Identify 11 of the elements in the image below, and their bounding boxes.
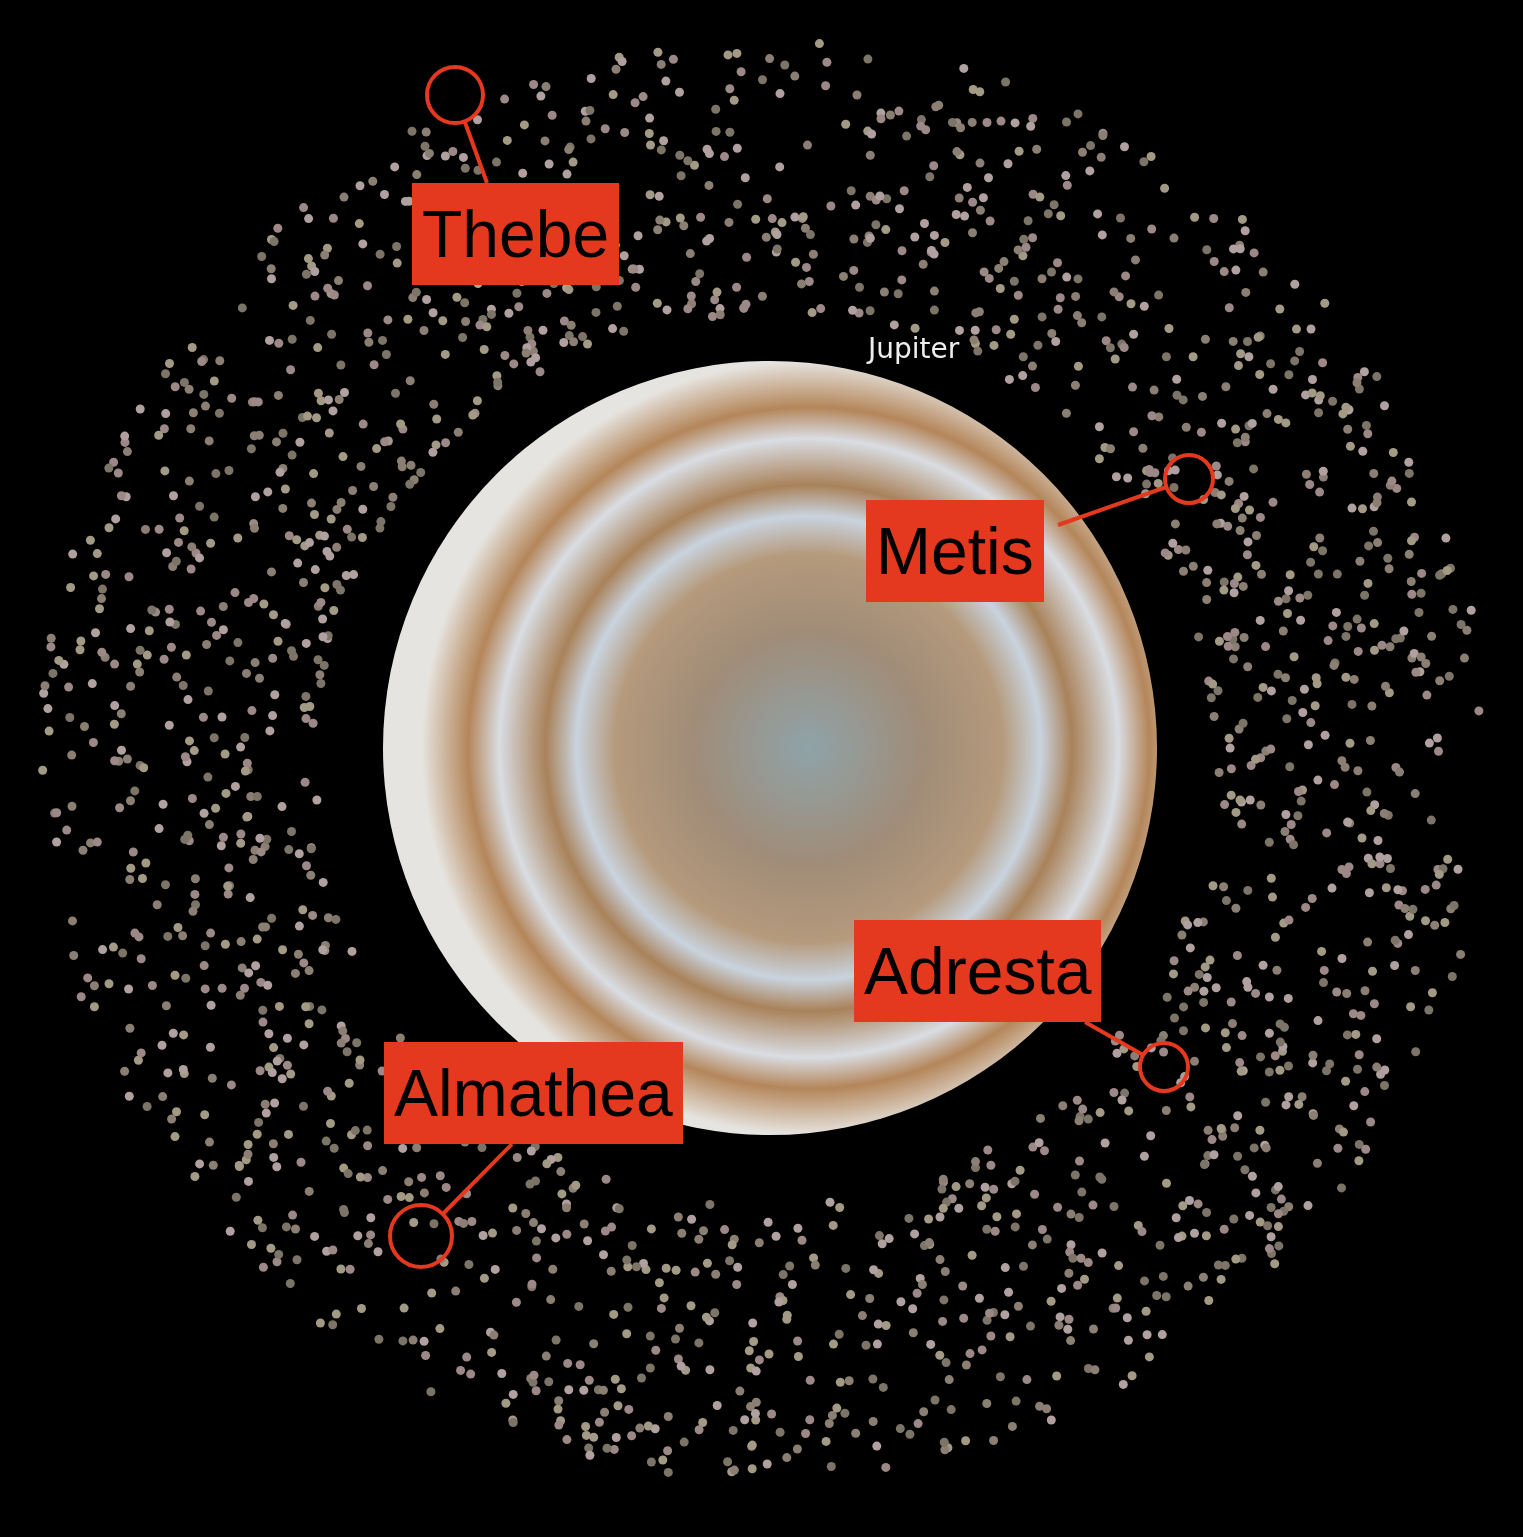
target-circle [388, 1203, 454, 1269]
target-circle [425, 65, 485, 125]
moon-label: Metis [866, 500, 1044, 602]
leader-line [441, 1142, 514, 1216]
leader-line [1084, 1020, 1145, 1057]
target-circle [1138, 1041, 1190, 1093]
moon-label: Almathea [384, 1042, 683, 1144]
planet-label: Jupiter [868, 332, 960, 365]
moon-label: Thebe [412, 183, 620, 285]
moon-label: Adresta [854, 920, 1102, 1022]
target-circle [1163, 453, 1215, 505]
